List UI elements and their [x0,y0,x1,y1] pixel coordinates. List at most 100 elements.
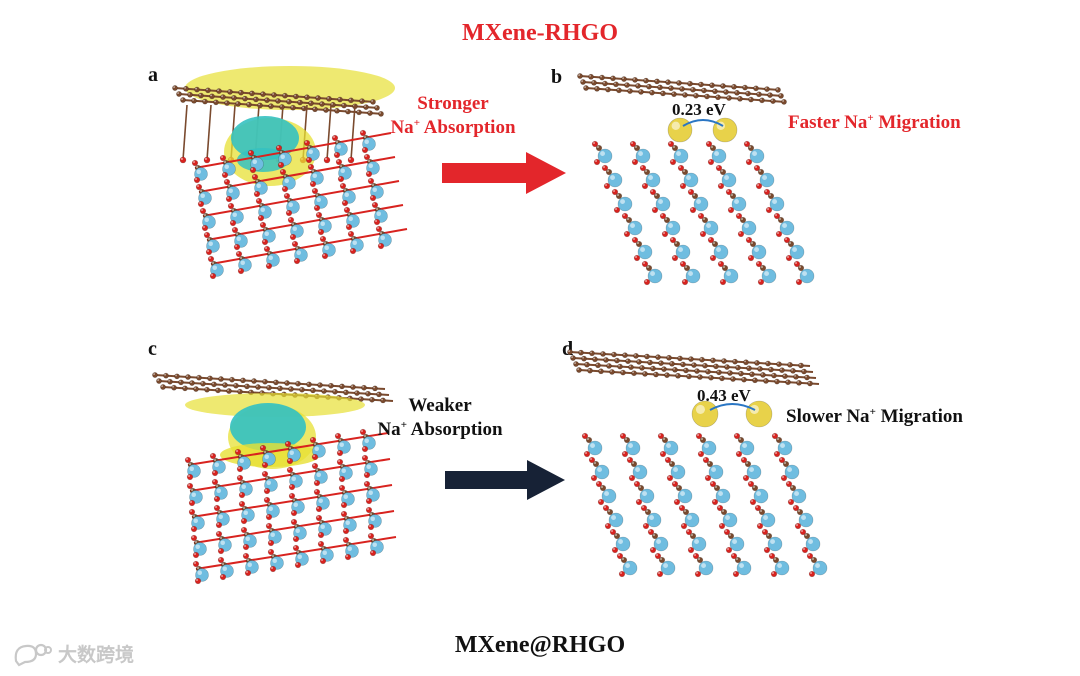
graphene-sheet-atom-highlight [331,102,333,105]
graphene-sheet-atom [348,97,354,104]
graphene-sheet-atom-highlight [283,93,285,96]
mxene-layer-oxygen [290,509,298,517]
mxene-layer-carbon-highlight [270,529,272,531]
graphene-sheet-atom [277,385,283,392]
mxene-layer-oxygen [219,154,227,162]
mxene-layer-oxygen [197,200,205,208]
mxene-oxygen-highlight [604,506,606,508]
graphene-sheet-atom-highlight [743,85,745,88]
mxene-oxygen-highlight [782,476,784,478]
graphene-sheet-atom-highlight [172,385,174,388]
graphene-sheet-atom-highlight [276,99,278,101]
mxene-layer-carbon-highlight [289,447,291,449]
mxene-layer-oxygen [341,199,349,207]
mxene-oxygen [735,450,743,458]
mxene-layer-ti-highlight [256,183,261,188]
graphene-sheet-atom [647,359,653,366]
mxene-oxygen [737,230,745,238]
graphene-sheet-atom-highlight [210,94,212,97]
mxene-layer-oxygen [240,517,248,525]
mxene-layer-ti-highlight [376,211,381,217]
mxene-oxygen [763,546,771,554]
graphene-sheet-atom [767,92,773,98]
graphene-sheet-atom-highlight [205,387,207,390]
mxene-layer-oxygen [236,474,244,482]
mxene-layer-oxygen [311,462,319,470]
mxene-layer-oxygen-highlight [315,490,317,492]
graphene-sheet-atom [262,378,268,385]
graphene-sheet-atom [801,368,807,375]
mxene-carbon-highlight [607,170,609,172]
graphene-sheet-atom-highlight [238,389,240,392]
mxene-layer-oxygen [217,547,225,555]
graphene-sheet-atom-highlight [614,82,616,85]
mxene-ti [812,560,828,576]
mxene-layer-oxygen-highlight [215,506,217,508]
mxene-layer-oxygen [313,479,321,487]
graphene-sheet-atom-highlight [722,359,724,361]
chat-bubble-logo-icon [14,643,52,666]
mxene-layer-carbon-highlight [318,495,320,497]
mxene-layer-oxygen-highlight [361,430,363,432]
graphene-sheet-atom-highlight [727,96,729,99]
mxene-layer-oxygen-highlight [244,554,246,556]
graphene-sheet-atom-highlight [300,387,302,390]
mxene-oxygen-highlight [797,280,799,282]
graphene-sheet-atom [697,374,703,380]
graphene-sheet-atom [286,98,292,105]
graphene-sheet-atom-highlight [702,88,704,91]
mxene-oxygen [603,182,611,190]
mxene-ti-highlight [739,563,744,568]
mxene-layer-oxygen [303,139,311,147]
mxene-ti-highlight [604,491,609,496]
graphene-sheet-atom-highlight [768,93,770,96]
graphene-sheet-atom [683,367,689,374]
graphene-sheet-atom [737,95,743,102]
mxene-oxygen-highlight [737,452,739,454]
mxene-layer-ti-highlight [368,163,373,168]
mxene-oxygen-highlight [597,482,599,484]
mxene-oxygen-highlight [808,554,810,556]
mxene-layer-oxygen-highlight [263,463,265,465]
graphene-sheet-atom-highlight [375,106,377,108]
mxene-layer-oxygen-highlight [190,501,192,503]
graphene-sheet-atom-highlight [366,391,368,394]
panel-c-structure [152,372,397,585]
mxene-oxygen-highlight [689,548,691,550]
mxene-layer-oxygen-highlight [287,211,289,214]
mxene-oxygen-highlight [737,214,739,217]
mxene-oxygen [689,206,697,214]
graphene-sheet-atom [716,369,722,376]
mxene-layer-oxygen [363,471,371,479]
graphene-sheet-atom [669,360,675,367]
mxene-layer-carbon-highlight [196,166,198,168]
mxene-layer-oxygen [265,513,273,521]
mxene-ti-highlight [648,175,653,180]
graphene-sheet-atom-highlight [335,108,337,111]
mxene-ti [663,440,679,456]
graphene-sheet-atom [268,103,274,110]
mxene-layer-oxygen [293,257,301,265]
mxene-layer-ti-highlight [247,562,252,567]
mxene-oxygen-highlight [697,434,699,436]
graphene-sheet-atom [290,104,296,111]
mxene-layer-carbon-highlight [292,223,294,226]
mxene-layer-oxygen [242,552,250,560]
mxene-layer-oxygen-highlight [285,194,287,197]
graphene-sheet-atom-highlight [681,362,683,365]
graphene-sheet-atom-highlight [647,84,649,87]
mxene-layer-ti-highlight [372,187,377,192]
mxene-oxygen-highlight [801,530,803,532]
mxene-layer-oxygen-highlight [263,472,265,474]
graphene-sheet-atom [616,87,622,94]
mxene-layer-carbon-highlight [197,567,199,569]
graphene-sheet-atom-highlight [703,363,705,366]
mxene-oxygen-highlight [696,572,698,574]
mxene-oxygen-highlight [757,184,759,186]
mxene-oxygen [613,206,621,214]
mxene-layer-oxygen [333,151,341,159]
graphene-sheet-atom-highlight [236,102,238,104]
mxene-layer-oxygen [365,170,373,178]
mxene-ti-highlight [744,223,749,228]
graphene-sheet-atom [764,86,770,92]
